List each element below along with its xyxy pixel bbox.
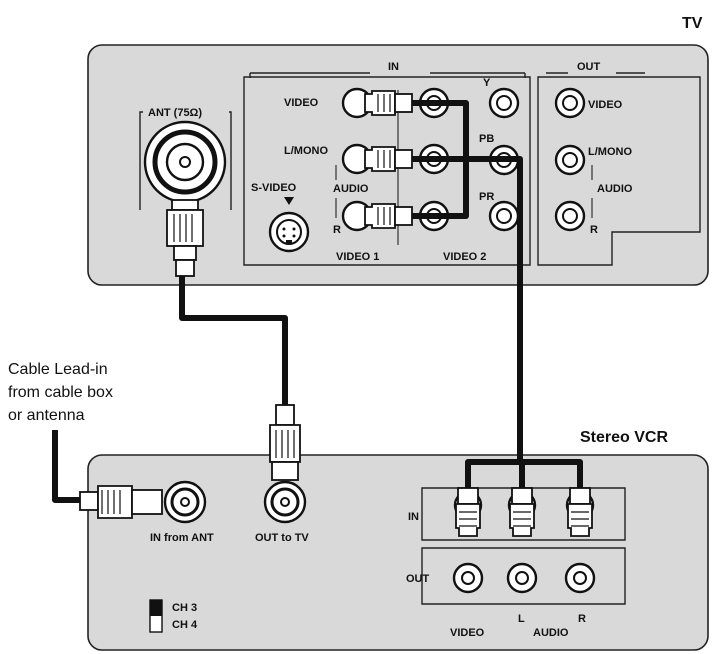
tv-title: TV [682, 15, 703, 32]
vcr-l-label: L [518, 613, 525, 625]
tv-video-label: VIDEO [284, 97, 319, 109]
tv-out-audio-label: AUDIO [597, 183, 633, 195]
cable-source-line1: Cable Lead-in [8, 361, 108, 378]
ch3-label: CH 3 [172, 602, 197, 614]
vcr-out-to-tv-label: OUT to TV [255, 532, 309, 544]
vcr-rca-plugs [453, 487, 595, 537]
vcr-r-label: R [578, 613, 586, 625]
vcr-panel: Stereo VCR IN from ANT OUT to TV CH 3 CH… [87, 429, 709, 651]
tv-svideo-label: S-VIDEO [251, 182, 297, 194]
vcr-title: Stereo VCR [580, 429, 668, 446]
vcr-in-from-ant-jack[interactable] [163, 480, 207, 524]
vcr-out-frame [421, 547, 626, 605]
tv-video1-label: VIDEO 1 [336, 251, 379, 263]
tv-in-label: IN [388, 61, 399, 73]
lead-in-coax-plug [79, 485, 163, 519]
tv-in-frame [243, 76, 531, 266]
tv-lmono-label: L/MONO [284, 145, 328, 157]
ant-label: ANT (75Ω) [148, 107, 202, 119]
coax-lead-in-cable [52, 430, 83, 503]
tv-pb-label: PB [479, 133, 494, 145]
cables [52, 100, 583, 503]
tv-video2-label: VIDEO 2 [443, 251, 486, 263]
cable-source-line3: or antenna [8, 407, 85, 424]
tv-out-video-label: VIDEO [588, 99, 623, 111]
tv-out-lmono-label: L/MONO [588, 146, 632, 158]
ch4-label: CH 4 [172, 619, 198, 631]
tv-out-jacks[interactable] [554, 87, 586, 232]
vcr-out-jacks[interactable] [452, 562, 596, 594]
tv-svideo-jack[interactable] [268, 211, 310, 253]
vcr-audio-label: AUDIO [533, 627, 569, 639]
tv-ant-coax-plug [166, 199, 204, 277]
tv-r-label: R [333, 224, 341, 236]
rca-video-trunk-cable [409, 156, 523, 465]
tv-out-r-label: R [590, 224, 598, 236]
tv-audio-label: AUDIO [333, 183, 369, 195]
vcr-out-to-tv-jack[interactable] [263, 480, 307, 524]
coax-tv-vcr-cable [179, 275, 288, 411]
vcr-in-from-ant-label: IN from ANT [150, 532, 214, 544]
tv-rca-plugs [364, 90, 413, 229]
tv-pr-label: PR [479, 191, 494, 203]
svideo-arrow-icon [284, 197, 294, 205]
tv-out-label: OUT [577, 61, 601, 73]
ch-switch[interactable] [149, 599, 163, 633]
vcr-video-label: VIDEO [450, 627, 485, 639]
tv-y-label: Y [483, 77, 491, 89]
tv-video1-jacks[interactable] [341, 87, 373, 232]
tv-out-frame [537, 76, 701, 266]
vcr-out-label: OUT [406, 573, 430, 585]
cable-source-line2: from cable box [8, 384, 113, 401]
vcr-in-frame [421, 487, 626, 541]
vcr-in-label: IN [408, 511, 419, 523]
tv-ant-jack[interactable] [143, 120, 227, 204]
vcr-out-coax-plug [269, 404, 301, 481]
cable-source-note: Cable Lead-in from cable box or antenna [8, 361, 113, 424]
